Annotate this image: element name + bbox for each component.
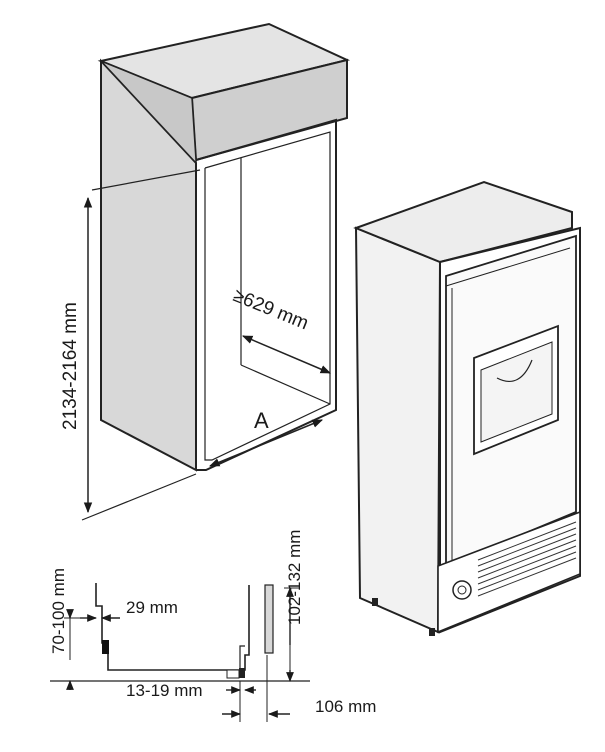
niche-width-dimension: A [209, 408, 323, 467]
niche-width-label: A [254, 408, 269, 433]
cabinet-niche [97, 22, 351, 472]
plinth-detail: 70-100 mm 29 mm 13-19 mm 102-132 mm 106 … [49, 530, 376, 722]
vent-depth-label: 106 mm [315, 697, 376, 716]
niche-height-label: 2134-2164 mm [60, 302, 81, 430]
niche-floor-edge [240, 364, 331, 405]
vent-height-label: 102-132 mm [285, 530, 304, 625]
plinth-door-panel [264, 584, 274, 654]
appliance-side [354, 226, 442, 634]
plinth-offset-label: 29 mm [126, 598, 178, 617]
niche-height-dimension: 2134-2164 mm [60, 169, 201, 521]
appliance-fan-icon [452, 580, 472, 600]
plinth-left-profile [95, 583, 250, 671]
niche-frame [195, 118, 337, 471]
niche-depth-dimension: ≥629 mm [230, 285, 331, 374]
door-gap-label: 13-19 mm [126, 681, 203, 700]
appliance [353, 180, 581, 636]
plinth-height-label: 70-100 mm [49, 568, 68, 654]
appliance-top [353, 180, 573, 264]
niche-depth-label: ≥629 mm [230, 285, 311, 334]
